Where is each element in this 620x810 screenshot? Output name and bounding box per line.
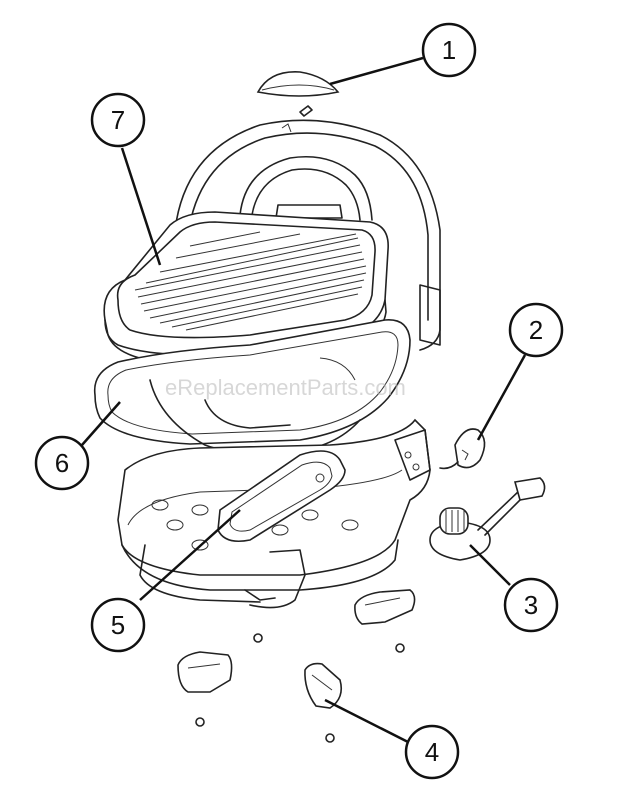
drip-pan — [93, 319, 411, 454]
callout-7: 7 — [90, 92, 146, 148]
callout-3-label: 3 — [524, 590, 538, 620]
callout-5: 5 — [90, 597, 146, 653]
rubber-feet — [177, 589, 416, 709]
callout-2-label: 2 — [529, 315, 543, 345]
screws — [195, 633, 405, 743]
callout-4-label: 4 — [425, 737, 439, 767]
callout-1-label: 1 — [442, 35, 456, 65]
leader-lines — [81, 56, 527, 744]
regulator — [429, 477, 546, 561]
callout-6: 6 — [34, 435, 90, 491]
callout-4: 4 — [404, 724, 460, 780]
lid-handle — [256, 71, 340, 117]
base-handles — [139, 544, 306, 609]
watermark: eReplacementParts.com — [165, 375, 406, 400]
callout-5-label: 5 — [111, 610, 125, 640]
callout-1: 1 — [421, 22, 477, 78]
callout-6-label: 6 — [55, 448, 69, 478]
callout-2: 2 — [508, 302, 564, 358]
callout-3: 3 — [503, 577, 559, 633]
burner — [217, 450, 346, 543]
callout-7-label: 7 — [111, 105, 125, 135]
lid-hood — [174, 119, 441, 351]
cooking-grate — [103, 211, 389, 366]
gas-valve — [439, 428, 486, 470]
